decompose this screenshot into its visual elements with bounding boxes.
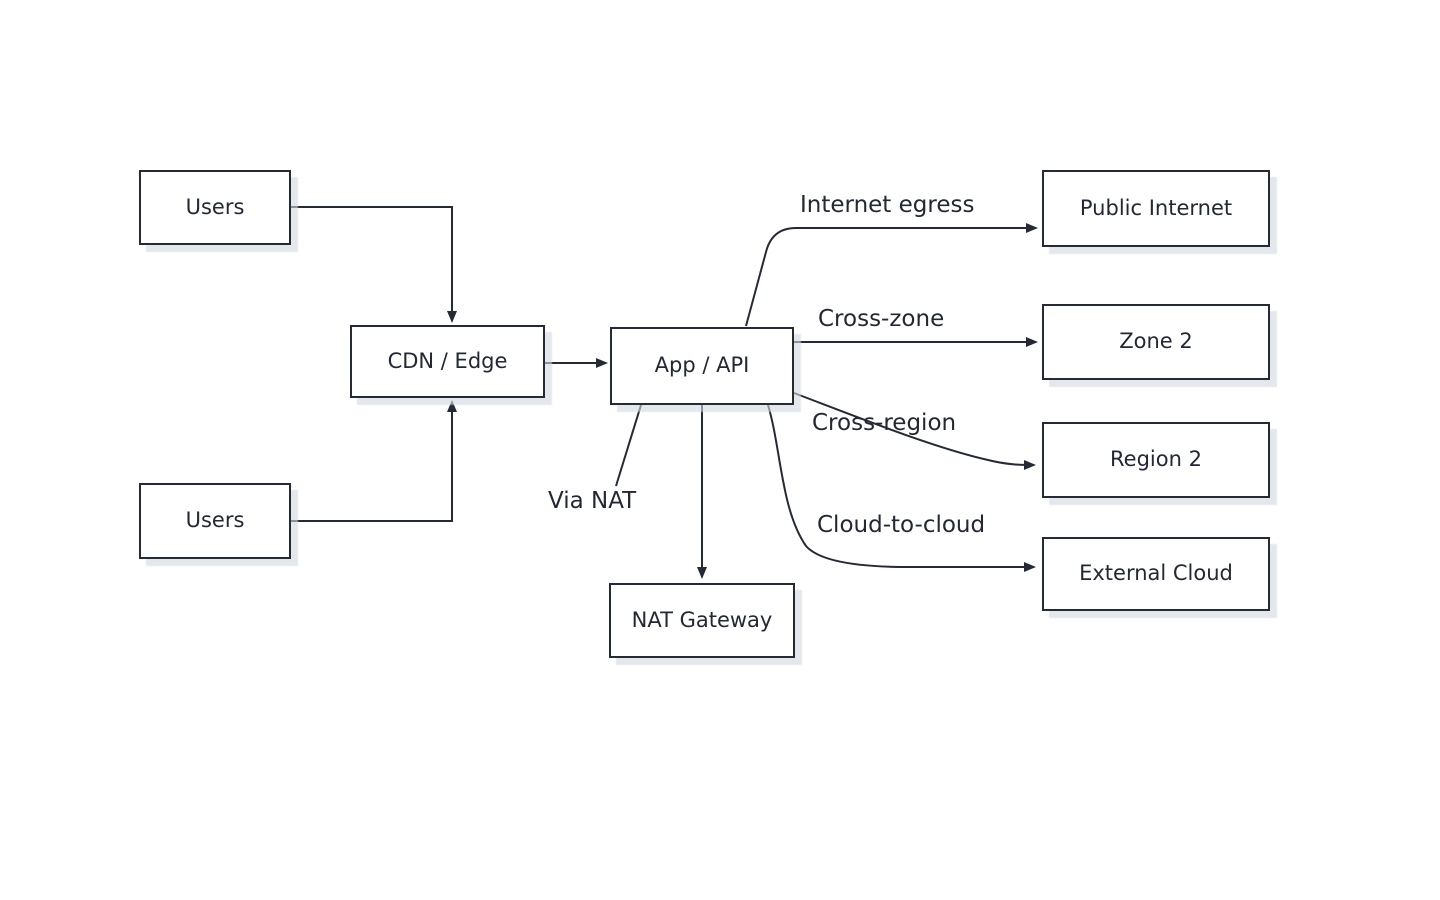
- node-nat-gateway-label: NAT Gateway: [631, 607, 773, 632]
- edge-app-to-region-2: [793, 392, 1036, 470]
- node-app-api-label: App / API: [654, 353, 750, 378]
- node-public-internet-label: Public Internet: [1079, 195, 1233, 220]
- edge-label-cloud-to-cloud: Cloud-to-cloud: [817, 512, 986, 538]
- node-region-2: Region 2: [1042, 422, 1270, 498]
- node-region-2-label: Region 2: [1110, 447, 1202, 472]
- node-users-bottom: Users: [139, 483, 291, 559]
- node-zone-2-label: Zone 2: [1119, 329, 1193, 354]
- edge-users-bottom-to-cdn: [291, 400, 457, 522]
- node-cdn-edge-label: CDN / Edge: [387, 348, 508, 373]
- leader-line-via-nat: [615, 404, 642, 487]
- node-external-cloud: External Cloud: [1042, 537, 1270, 611]
- edge-label-via-nat: Via NAT: [548, 488, 637, 514]
- edge-app-to-public-internet: [745, 223, 1038, 327]
- node-users-top-label: Users: [185, 194, 245, 219]
- node-nat-gateway: NAT Gateway: [609, 583, 795, 658]
- node-external-cloud-label: External Cloud: [1079, 561, 1233, 586]
- node-app-api: App / API: [610, 327, 794, 405]
- edge-label-internet-egress: Internet egress: [800, 192, 975, 218]
- node-users-top: Users: [139, 170, 291, 245]
- edge-label-cross-region: Cross-region: [812, 410, 957, 436]
- node-zone-2: Zone 2: [1042, 304, 1270, 380]
- node-users-bottom-label: Users: [185, 508, 245, 533]
- node-public-internet: Public Internet: [1042, 170, 1270, 247]
- edge-users-top-to-cdn: [291, 206, 457, 323]
- edge-label-cross-zone: Cross-zone: [818, 306, 945, 332]
- edge-app-to-external-cloud: [767, 404, 1036, 572]
- node-cdn-edge: CDN / Edge: [350, 325, 545, 398]
